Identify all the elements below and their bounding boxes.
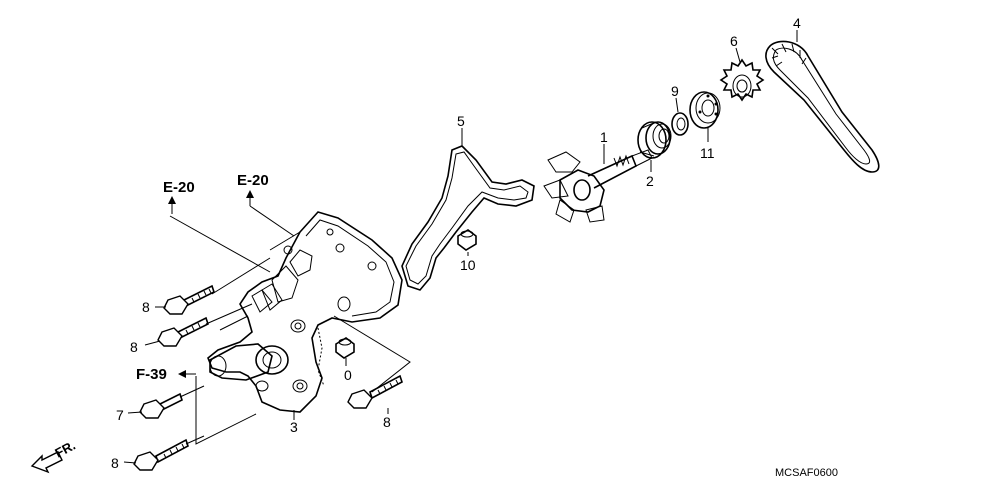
f39-arrow — [178, 370, 196, 378]
leader-lines — [123, 30, 798, 464]
label-part-3: 3 — [290, 419, 298, 435]
label-part-7: 7 — [116, 407, 124, 423]
label-part-4: 4 — [793, 15, 801, 31]
pump-sprocket-part-6[interactable] — [719, 58, 765, 102]
impeller-shaft-part-1[interactable] — [543, 149, 653, 223]
reference-e20-left[interactable]: E-20 — [163, 179, 195, 196]
label-part-10-upper: 10 — [460, 257, 476, 273]
bolt-part-8-right[interactable] — [347, 374, 403, 409]
dowel-pin-part-10-upper[interactable] — [457, 229, 477, 251]
bearing-part-11[interactable] — [689, 91, 721, 129]
bolt-part-7[interactable] — [139, 392, 183, 419]
pump-cover-part-3[interactable] — [207, 211, 403, 413]
label-part-10-lower: 0 — [344, 367, 352, 383]
dowel-pin-part-10-lower[interactable] — [335, 337, 355, 359]
label-part-6: 6 — [730, 33, 738, 49]
front-direction-arrow-icon — [30, 451, 63, 474]
e20-left-arrow — [168, 196, 176, 214]
bolt-part-8-lower[interactable] — [133, 438, 189, 471]
label-part-8-right: 8 — [383, 414, 391, 430]
label-part-11: 11 — [700, 145, 715, 161]
label-part-5: 5 — [457, 113, 465, 129]
mechanical-seal-part-2[interactable] — [637, 121, 672, 159]
reference-f39[interactable]: F-39 — [136, 366, 167, 383]
label-part-8-lower: 8 — [111, 455, 119, 471]
bolt-part-8-middle[interactable] — [157, 316, 209, 347]
drive-chain-part-4[interactable] — [765, 40, 880, 173]
reference-e20-right[interactable]: E-20 — [237, 172, 269, 189]
label-part-2: 2 — [646, 173, 654, 189]
oil-seal-part-9[interactable] — [671, 112, 689, 136]
label-part-1: 1 — [600, 129, 608, 145]
label-part-8-middle: 8 — [130, 339, 138, 355]
pump-gasket-part-5[interactable] — [401, 145, 535, 291]
label-part-8-upper: 8 — [142, 299, 150, 315]
bolt-part-8-upper[interactable] — [163, 284, 215, 315]
e20-right-arrow — [246, 190, 254, 206]
label-part-9: 9 — [671, 83, 679, 99]
diagram-code: MCSAF0600 — [775, 467, 838, 479]
